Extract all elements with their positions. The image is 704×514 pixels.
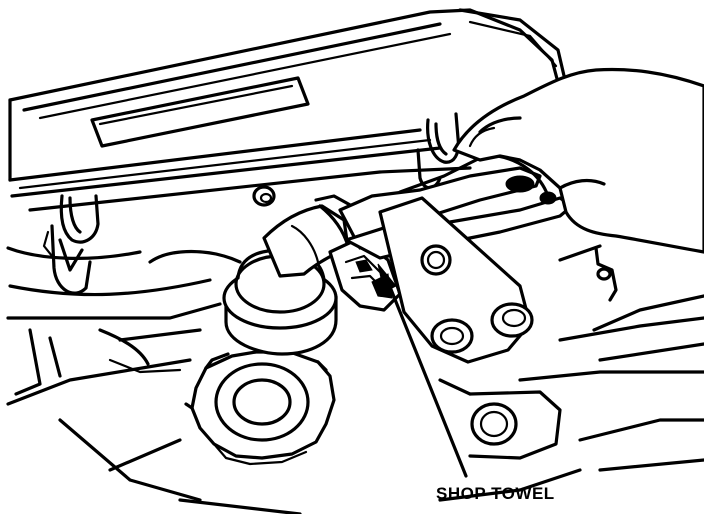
engine-block-lines — [6, 246, 302, 514]
cover-label-plate — [90, 76, 310, 148]
bracket-plate — [378, 196, 534, 364]
mount-hole — [252, 185, 276, 207]
right-engine-components — [438, 244, 704, 502]
air-cleaner-cover — [8, 8, 567, 182]
hand — [452, 67, 704, 254]
cover-rim — [8, 128, 472, 212]
shop-towel-label: SHOP TOWEL — [436, 484, 555, 503]
hose — [262, 194, 354, 278]
oil-filler-cap — [184, 350, 336, 466]
left-spring-clip — [42, 194, 100, 295]
callout-leader — [377, 263, 468, 478]
